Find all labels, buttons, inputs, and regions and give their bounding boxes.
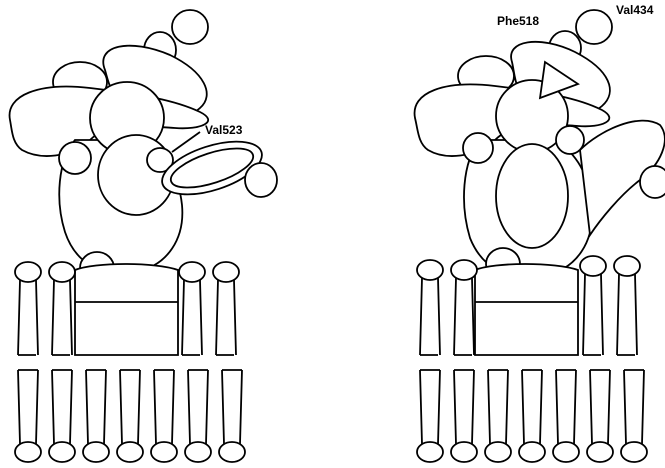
residue-label-val523: Val523 xyxy=(205,123,243,137)
residue-label-val434: Val434 xyxy=(616,3,654,17)
membrane-block xyxy=(475,264,578,355)
left-panel: Val523 xyxy=(10,10,277,462)
small-circle xyxy=(245,163,277,197)
lower-leaflet xyxy=(417,370,647,462)
label-pointer xyxy=(172,132,200,152)
membrane-block xyxy=(75,264,178,355)
small-circle xyxy=(640,166,665,198)
channel-ellipse xyxy=(496,144,568,248)
lower-leaflet xyxy=(15,370,245,462)
small-circle xyxy=(463,133,493,163)
small-circle xyxy=(576,10,612,44)
residue-label-phe518: Phe518 xyxy=(497,14,539,28)
small-circle xyxy=(59,142,91,174)
small-circle xyxy=(172,10,208,44)
right-panel: Phe518 Val434 xyxy=(415,3,665,462)
small-circle xyxy=(556,126,584,154)
